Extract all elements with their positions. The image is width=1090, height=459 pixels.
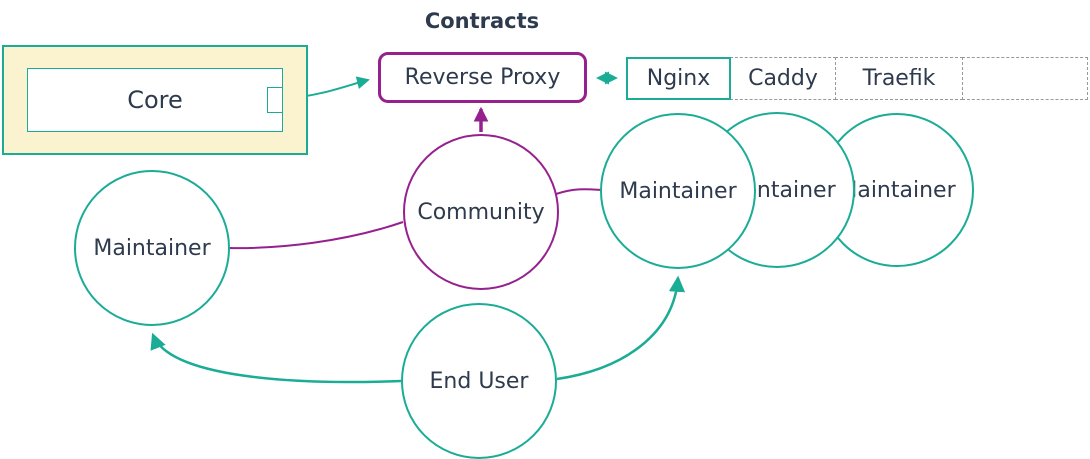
maintainer-left-circle: Maintainer [74, 170, 230, 326]
maintainer-3-label: Maintainer [838, 177, 956, 203]
proxy-cell-traefik: Traefik [835, 57, 963, 100]
core-label: Core [127, 86, 183, 114]
community-label: Community [417, 199, 545, 225]
edge-end-user-to-maintainer-right [556, 275, 686, 381]
nginx-label: Nginx [646, 66, 711, 91]
end-user-label: End User [429, 368, 529, 394]
edge-end-user-to-maintainer-left [150, 332, 402, 384]
community-circle: Community [403, 134, 559, 290]
core-port [267, 87, 283, 113]
core-node: Core [27, 68, 283, 132]
proxy-cell-nginx: Nginx [626, 57, 731, 100]
diagram-title: Contracts [424, 9, 540, 33]
edge-community-to-maintainer-left [228, 221, 404, 250]
reverse-proxy-node: Reverse Proxy [378, 52, 587, 103]
end-user-circle: End User [401, 303, 557, 459]
maintainer-circle-1: Maintainer [600, 113, 756, 269]
caddy-label: Caddy [748, 66, 818, 91]
maintainer-1-label: Maintainer [619, 178, 737, 204]
maintainer-left-label: Maintainer [93, 235, 211, 261]
reverse-proxy-label: Reverse Proxy [404, 65, 561, 90]
edge-community-to-maintainer-right [555, 188, 602, 195]
proxy-cell-caddy: Caddy [730, 57, 836, 100]
traefik-label: Traefik [862, 66, 936, 91]
proxy-cell-empty [962, 57, 1088, 100]
